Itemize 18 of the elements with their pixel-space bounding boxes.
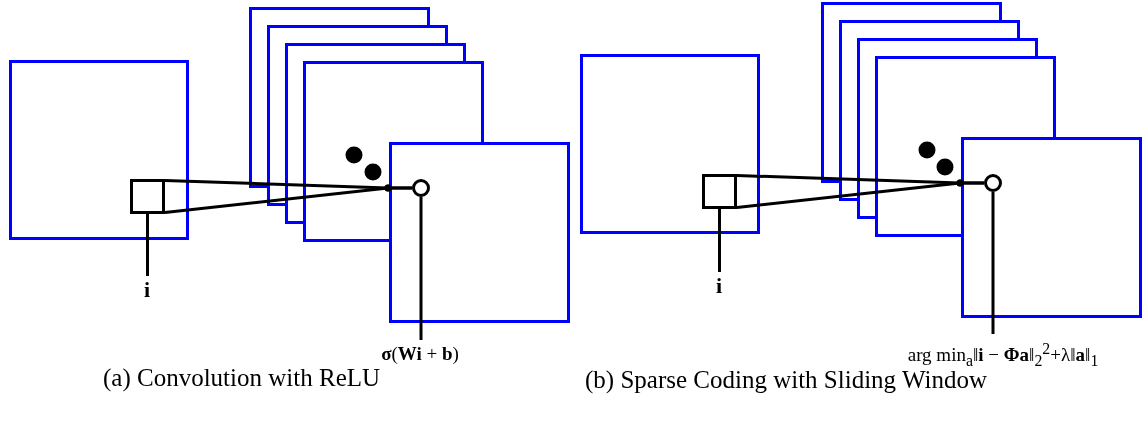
output-point	[412, 179, 430, 197]
feature-map	[961, 137, 1142, 318]
formula-label: arg min$_{a}$‖i − Φa‖$_{2}$$^{2}$+λ‖a‖$_{1}$	[862, 334, 1144, 364]
window-box	[130, 179, 165, 214]
projection-line	[736, 181, 984, 209]
caption: (b) Sparse Coding with Sliding Window	[585, 366, 987, 394]
input-label: i	[699, 272, 739, 300]
feature-map	[9, 60, 189, 240]
leader-line	[991, 192, 995, 334]
leader-line	[146, 214, 149, 276]
projection-line	[164, 186, 412, 214]
feature-map	[580, 54, 760, 234]
leader-line	[718, 209, 721, 272]
input-label: i	[127, 276, 167, 304]
feature-map	[389, 142, 570, 323]
window-box	[702, 174, 737, 209]
leader-line	[419, 197, 423, 340]
output-point	[984, 174, 1002, 192]
